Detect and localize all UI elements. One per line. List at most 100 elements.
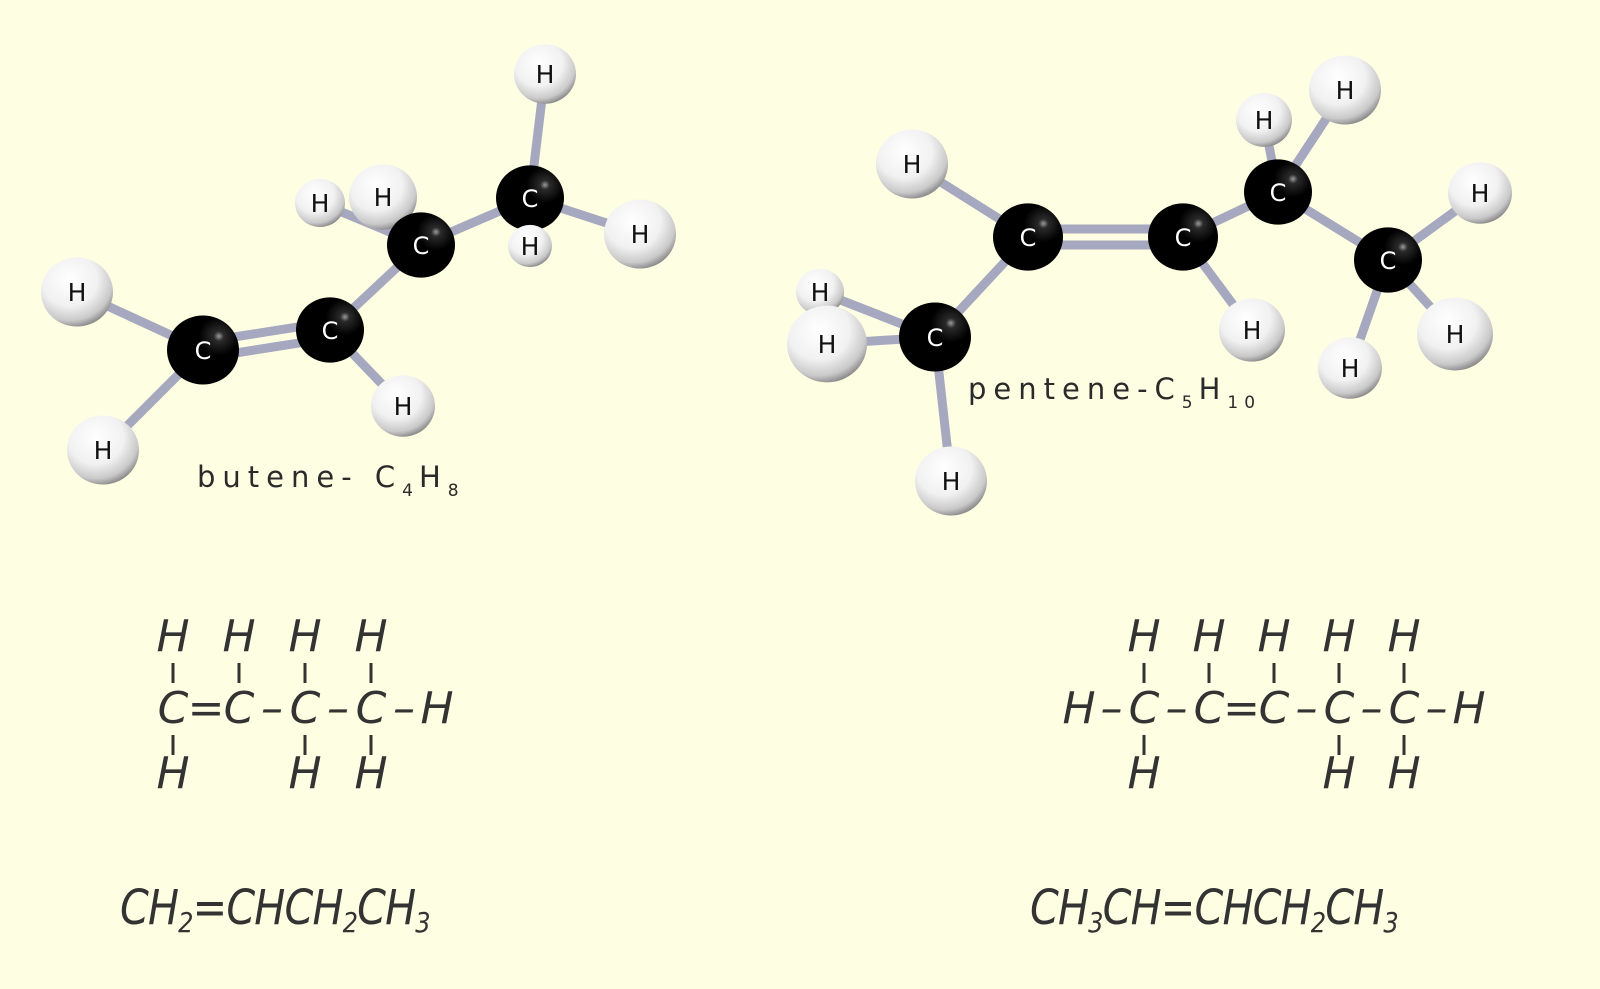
hydrogen-symbol: H [1062,683,1096,734]
vertical-bond [1337,735,1341,755]
svg-text:H: H [394,392,413,421]
vertical-bond [369,735,373,755]
svg-text:H: H [942,467,961,496]
formula-part: =CHCH [192,880,344,936]
vertical-bond [1272,663,1276,683]
carbon-symbol: C [1193,683,1225,734]
hydrogen-atom: H [915,446,987,516]
formula-part: CH [357,880,416,936]
hydrogen-atom: H [514,44,576,104]
hydrogen-symbol: H [288,611,322,662]
carbon-atom: C [387,212,455,278]
vertical-bond [1337,663,1341,683]
svg-text:H: H [903,150,922,179]
subscript: 5 [1181,393,1199,413]
svg-text:C: C [1380,247,1397,275]
vertical-bond [303,735,307,755]
hydrogen-atom: H [67,415,139,485]
carbon-atom: C [1148,203,1218,271]
hydrogen-symbol: H [222,611,256,662]
formula-part: CH [1325,880,1384,936]
vertical-bond [303,663,307,683]
hydrogen-symbol: H [1322,611,1356,662]
svg-text:H: H [521,232,540,261]
single-bond-symbol: – [393,683,415,734]
vertical-bond [1402,735,1406,755]
hydrogen-atom: H [796,268,844,316]
single-bond-symbol: – [1295,683,1318,734]
formula-part: CH [120,880,179,936]
hydrogen-atom: H [349,164,417,230]
hydrogen-atom: H [787,305,867,383]
subscript: 3 [1383,906,1398,939]
svg-text:C: C [195,337,212,365]
hydrogen-symbol: H [288,748,322,799]
hydrogen-atom: H [1236,93,1292,147]
svg-text:H: H [311,189,330,218]
hydrogen-atom: H [604,199,676,269]
carbon-symbol: C [289,683,321,734]
butene-condensed-formula: CH2=CHCH2CH3 [120,880,431,939]
svg-text:C: C [1020,224,1037,252]
hydrogen-symbol: H [1127,611,1161,662]
hydrogen-atom: H [876,129,948,199]
subscript: 3 [1088,906,1103,939]
hydrogen-symbol: H [420,683,454,734]
compound-name: butene- [197,460,375,494]
hydrogen-atom: H [371,375,435,437]
carbon-symbol: C [1388,683,1420,734]
svg-text:C: C [522,185,539,213]
formula-part: CH=CHCH [1102,880,1312,936]
hydrogen-symbol: H [354,611,388,662]
hydrogen-symbol: H [1452,683,1486,734]
hydrogen-symbol: H [354,748,388,799]
subscript: 4 [402,481,419,501]
vertical-bond [1207,663,1211,683]
carbon-symbol: C [1258,683,1290,734]
svg-text:C: C [927,324,944,352]
svg-text:H: H [68,278,87,307]
vertical-bond [237,663,241,683]
svg-text:H: H [1243,316,1262,345]
compound-name: pentene- [968,372,1155,406]
carbon-symbol: C [1323,683,1355,734]
carbon-symbol: C [1128,683,1160,734]
carbon-atom: C [993,203,1063,271]
svg-text:H: H [94,436,113,465]
svg-text:H: H [631,220,650,249]
svg-text:H: H [536,60,555,89]
element-symbol: H [418,460,448,494]
hydrogen-atom: H [1417,297,1493,371]
hydrogen-atom: H [1219,298,1285,362]
svg-text:H: H [811,278,830,307]
formula-part: CH [1030,880,1089,936]
hydrogen-atom: H [1318,337,1382,399]
hydrogen-atom: H [295,179,345,227]
subscript: 10 [1227,393,1262,413]
hydrogen-symbol: H [156,748,190,799]
double-bond-symbol: = [187,683,225,734]
single-bond-symbol: – [327,683,349,734]
svg-text:H: H [818,330,837,359]
element-symbol: C [1154,372,1182,406]
element-symbol: C [374,460,403,494]
carbon-atom: C [1354,227,1422,293]
single-bond-symbol: – [1165,683,1188,734]
hydrogen-symbol: H [1192,611,1226,662]
vertical-bond [1402,663,1406,683]
element-symbol: H [1198,372,1228,406]
butene-model-label: butene- C4H8 [197,460,465,501]
hydrogen-atom: H [508,224,552,268]
vertical-bond [1142,735,1146,755]
hydrogen-atom: H [41,257,113,327]
single-bond-symbol: – [1100,683,1123,734]
vertical-bond [171,735,175,755]
carbon-symbol: C [223,683,255,734]
single-bond-symbol: – [1360,683,1383,734]
svg-text:H: H [1341,354,1360,383]
vertical-bond [171,663,175,683]
pentene-condensed-formula: CH3CH=CHCH2CH3 [1030,880,1399,939]
